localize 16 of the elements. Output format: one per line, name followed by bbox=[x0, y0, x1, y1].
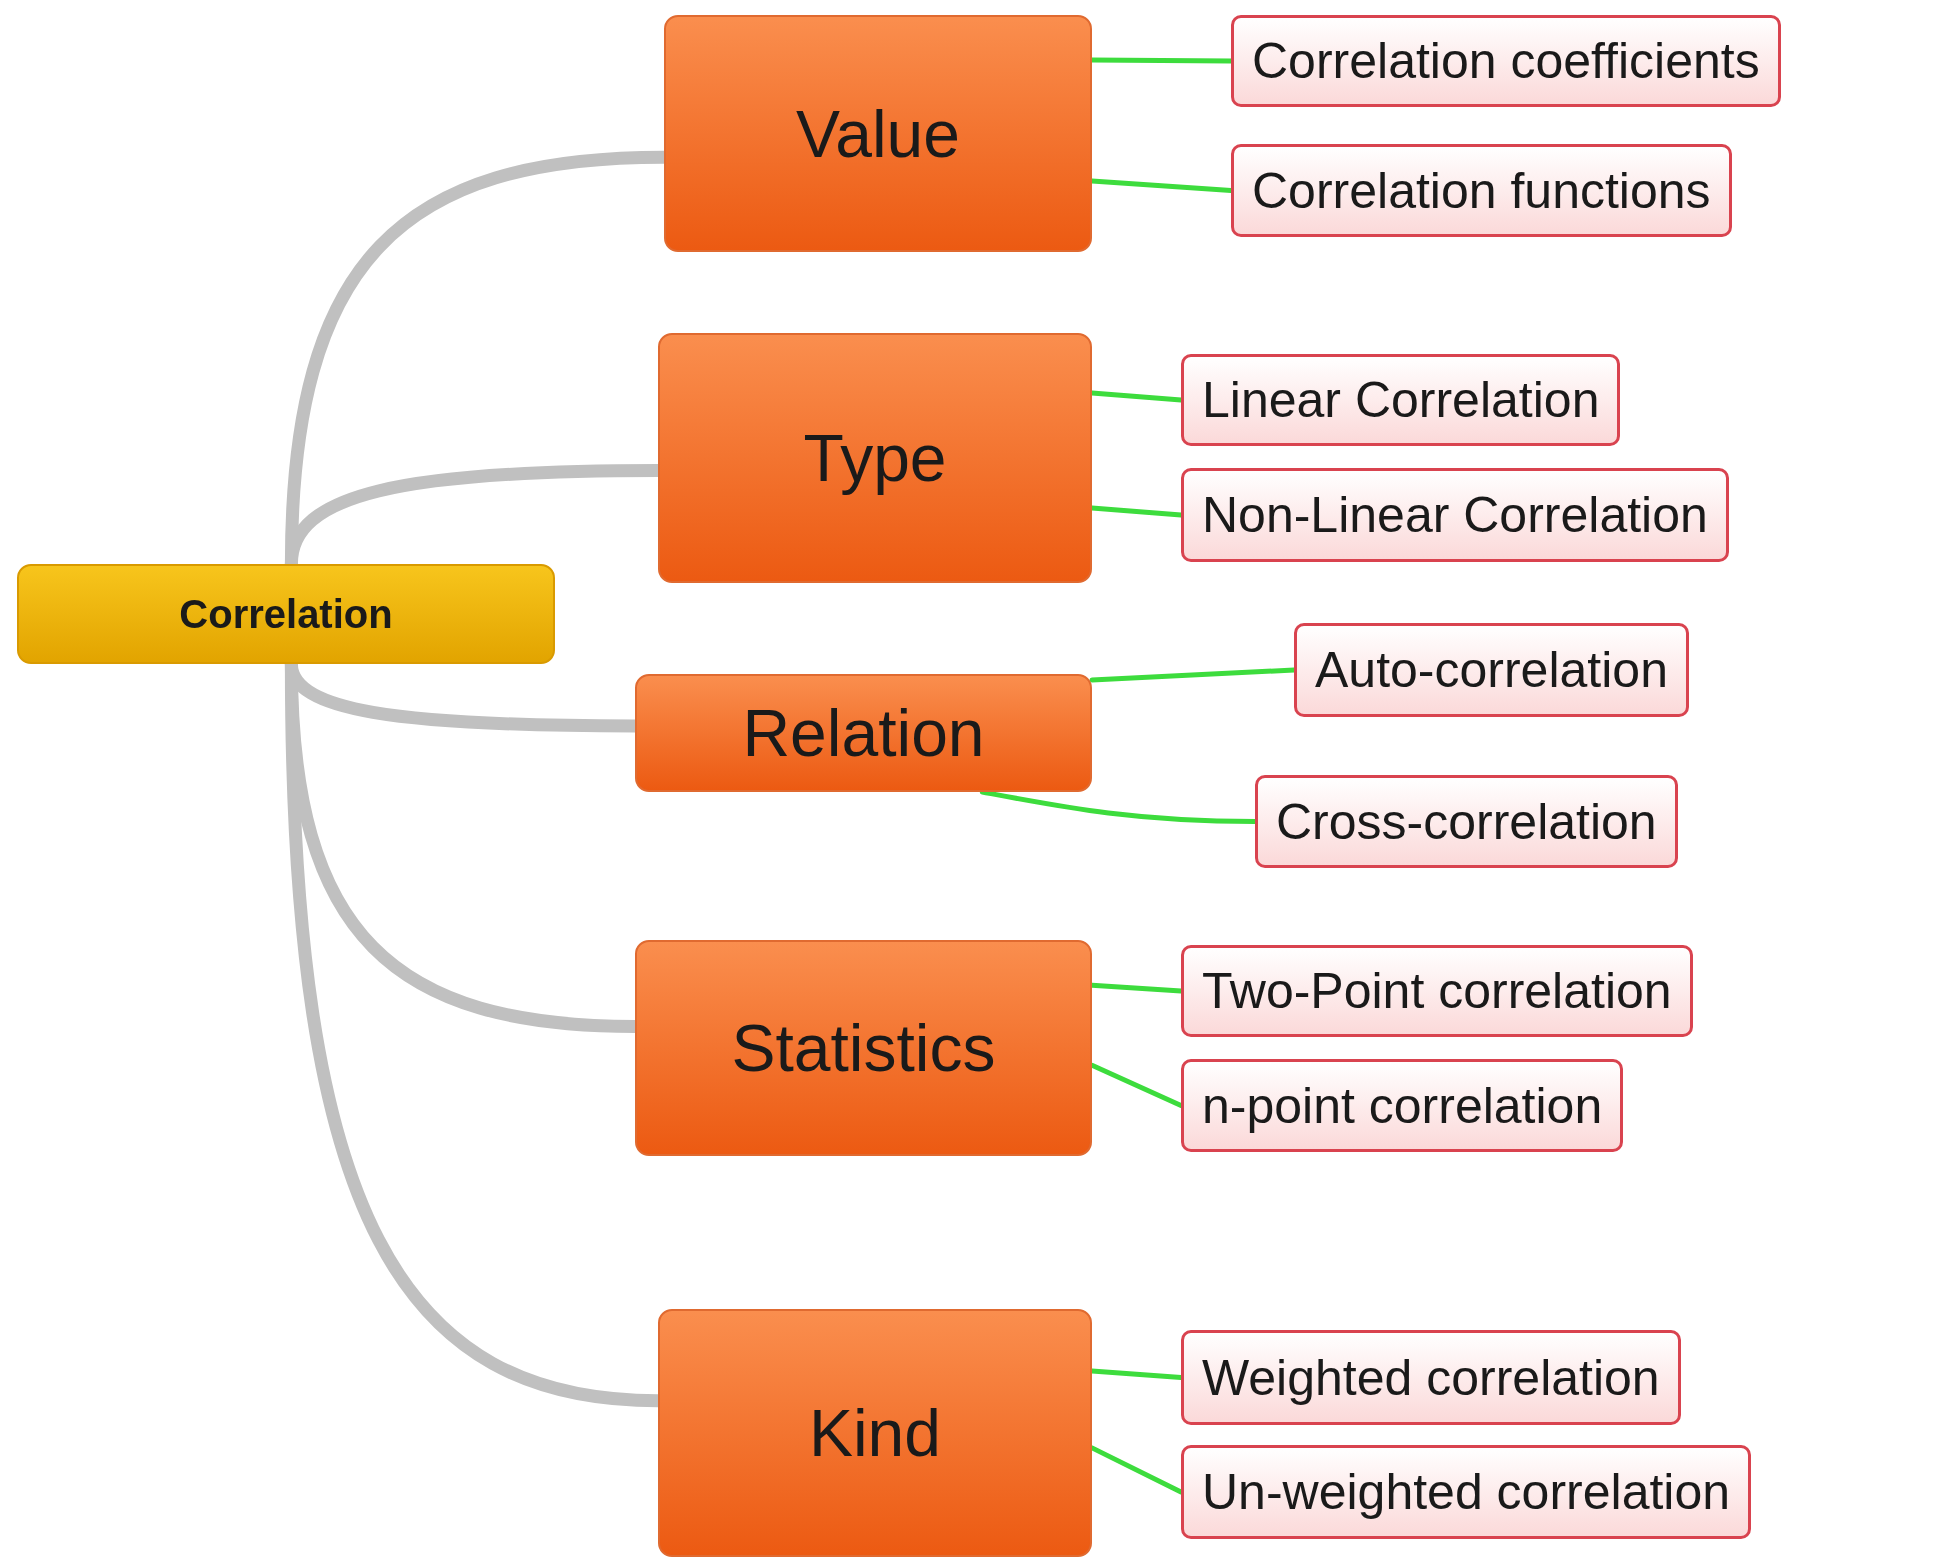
subtopic-box: Linear Correlation bbox=[1181, 354, 1621, 446]
branch-topic-box: Kind bbox=[658, 1309, 1092, 1557]
subtopic-box: Non-Linear Correlation bbox=[1181, 468, 1729, 562]
subtopic-box: n-point correlation bbox=[1181, 1059, 1624, 1152]
subtopic-box: Auto-correlation bbox=[1294, 623, 1689, 717]
subtopic-box: Correlation coefficients bbox=[1231, 15, 1781, 107]
subtopic-box: Two-Point correlation bbox=[1181, 945, 1693, 1037]
branch-topic-box: Statistics bbox=[635, 940, 1092, 1156]
subtopic-box: Correlation functions bbox=[1231, 144, 1732, 237]
subtopic-box: Cross-correlation bbox=[1255, 775, 1678, 868]
subtopic-box: Weighted correlation bbox=[1181, 1330, 1681, 1425]
branch-topic-box: Relation bbox=[635, 674, 1092, 792]
subtopic-box: Un-weighted correlation bbox=[1181, 1445, 1752, 1539]
root-topic-box: Correlation bbox=[17, 564, 555, 664]
branch-topic-box: Type bbox=[658, 333, 1092, 583]
branch-topic-box: Value bbox=[664, 15, 1092, 252]
